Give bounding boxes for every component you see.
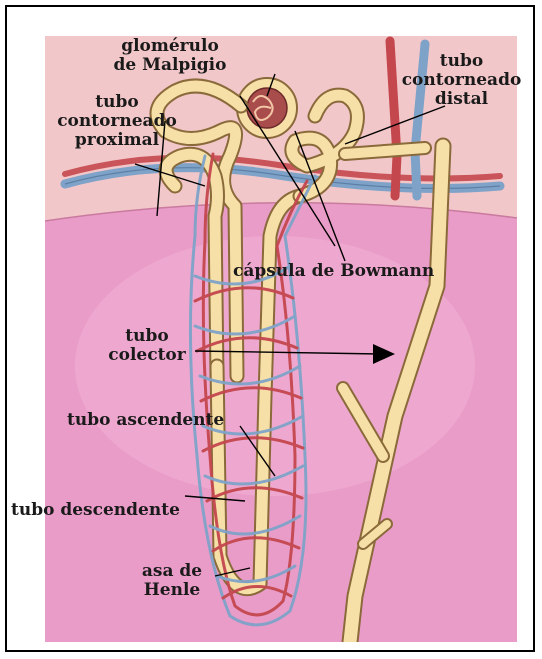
label-tubo-ascendente: tubo ascendente xyxy=(67,411,224,430)
label-colector-line1: tubo xyxy=(102,327,192,346)
label-proximal-line2: contorneado xyxy=(47,112,187,131)
label-proximal-line3: proximal xyxy=(47,131,187,150)
label-colector-line2: colector xyxy=(102,346,192,365)
label-distal-line2: contorneado xyxy=(399,71,524,90)
label-glomerulo-line1: glomérulo xyxy=(95,37,245,56)
label-tubo-descendente: tubo descendente xyxy=(11,501,180,520)
label-henle-line2: Henle xyxy=(137,581,207,600)
label-glomerulo: glomérulo de Malpigio xyxy=(95,37,245,75)
figure-frame: glomérulo de Malpigio tubo contorneado d… xyxy=(5,5,535,652)
label-tubo-colector: tubo colector xyxy=(102,327,192,365)
label-distal-line3: distal xyxy=(399,90,524,109)
label-tubo-distal: tubo contorneado distal xyxy=(399,52,524,109)
label-capsula-bowmann: cápsula de Bowmann xyxy=(233,262,434,281)
label-tubo-proximal: tubo contorneado proximal xyxy=(47,93,187,150)
label-proximal-line1: tubo xyxy=(47,93,187,112)
label-henle-line1: asa de xyxy=(137,562,207,581)
label-distal-line1: tubo xyxy=(399,52,524,71)
label-asa-henle: asa de Henle xyxy=(137,562,207,600)
label-glomerulo-line2: de Malpigio xyxy=(95,56,245,75)
